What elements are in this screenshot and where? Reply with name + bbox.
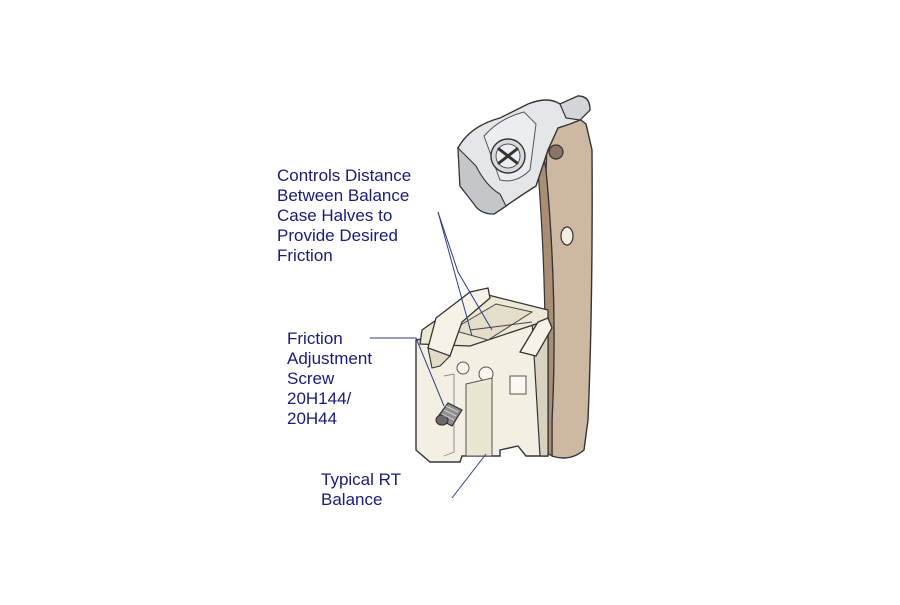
arm-pivot-hole [548,144,564,160]
label-line: Friction [287,329,343,348]
label-line: Balance [321,490,383,509]
leader-distance-b [437,211,473,337]
label-line: Adjustment [287,349,373,368]
label-line: Between Balance [277,186,410,205]
leader-distance-a [437,211,493,331]
label-line: Screw [287,369,335,388]
balance-center-channel [465,377,493,457]
leader-balance [451,453,487,499]
case-half-divider [469,321,533,331]
balance-square-window [509,375,527,395]
left-latch-foot [427,347,451,369]
top-clip-shade [457,146,507,215]
label-balance: Typical RT Balance [321,470,401,510]
label-distance: Controls Distance Between Balance Case H… [277,166,411,266]
label-line: Provide Desired [277,226,398,245]
label-line: 20H44 [287,409,338,428]
leader-screw [370,337,445,407]
balance-hole-left [456,361,470,375]
label-line: Friction [277,246,333,265]
label-line: Controls Distance [277,166,412,185]
left-latch [427,287,491,357]
label-line: Typical RT [321,470,401,489]
top-clip-tab [559,95,591,121]
label-line: 20H144/ [287,389,352,408]
label-screw: Friction Adjustment Screw 20H144/ 20H44 [287,329,372,429]
label-line: Case Halves to [277,206,393,225]
phillips-screw-icon [490,138,526,174]
arm-slot-hole [560,226,574,246]
set-screw-icon [435,402,463,427]
leader-lines [370,211,493,499]
right-latch [518,317,553,357]
